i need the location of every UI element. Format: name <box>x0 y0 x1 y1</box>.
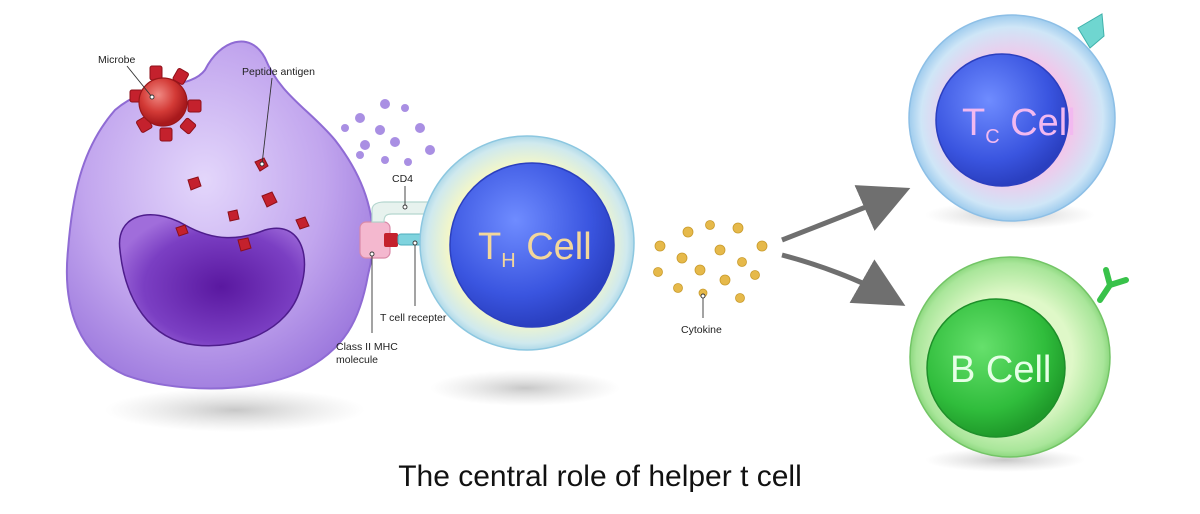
antigen-presenting-cell <box>65 40 374 390</box>
apc-nucleus <box>118 214 306 347</box>
arrow-to-tc-cell <box>781 185 911 243</box>
peptide-fragments <box>175 157 310 252</box>
cytokine-particles <box>653 220 768 303</box>
t-helper-cell: TH Cell <box>419 135 635 351</box>
t-cell-receptor-label: T cell recepter <box>380 312 447 324</box>
mhc-label-line2: molecule <box>336 354 378 366</box>
b-cell: B Cell <box>909 256 1129 458</box>
th-shadow <box>430 370 620 406</box>
apc-shadow <box>105 388 365 432</box>
b-cell-antibody-receptor <box>1097 267 1129 303</box>
bound-antigen <box>384 233 398 247</box>
microbe-label: Microbe <box>98 54 136 66</box>
purple-particles <box>341 99 435 166</box>
peptide-antigen-label: Peptide antigen <box>242 66 315 78</box>
tc-receptor <box>1077 13 1105 49</box>
cd4-label: CD4 <box>392 173 413 185</box>
callout-lines <box>126 65 706 333</box>
b-shadow <box>925 448 1085 472</box>
arrow-to-b-cell <box>781 252 906 306</box>
cytokine-label: Cytokine <box>681 324 722 336</box>
microbe <box>129 65 202 142</box>
mhc-label-line1: Class II MHC <box>336 341 398 353</box>
tc-cell-label: TC Cell <box>962 102 1076 148</box>
th-cell-label: TH Cell <box>478 226 592 272</box>
t-cytotoxic-cell: TC Cell <box>908 13 1116 222</box>
b-cell-label: B Cell <box>950 349 1051 391</box>
diagram-caption: The central role of helper t cell <box>398 460 802 493</box>
mhc-receptor-complex <box>359 201 435 259</box>
